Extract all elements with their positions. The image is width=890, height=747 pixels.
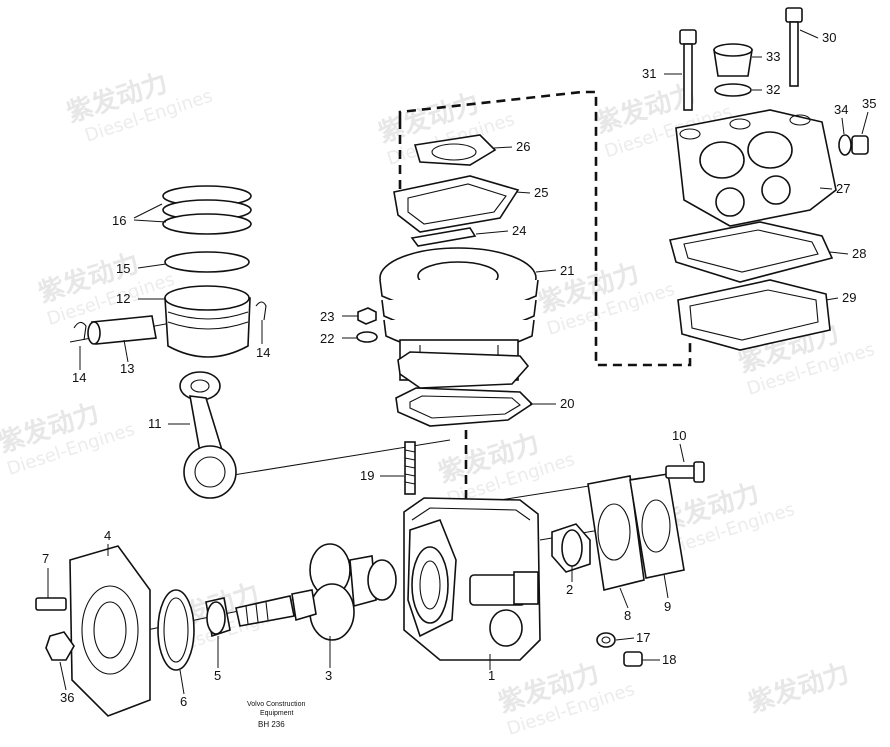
part-label-23: 23 [320, 309, 334, 324]
part-label-12: 12 [116, 291, 130, 306]
part-label-14b: 14 [256, 345, 270, 360]
part-label-36: 36 [60, 690, 74, 705]
part-label-10: 10 [672, 428, 686, 443]
part-label-6: 6 [180, 694, 187, 709]
part-label-26: 26 [516, 139, 530, 154]
part-label-5: 5 [214, 668, 221, 683]
part-label-31: 31 [642, 66, 656, 81]
part-label-18: 18 [662, 652, 676, 667]
part-label-4: 4 [104, 528, 111, 543]
end-cover-group [35, 545, 231, 717]
part-label-30: 30 [822, 30, 836, 45]
part-label-8: 8 [624, 608, 631, 623]
part-label-20: 20 [560, 396, 574, 411]
part-label-3: 3 [325, 668, 332, 683]
part-label-11: 11 [148, 416, 162, 431]
caption-line1: Volvo Construction [247, 701, 305, 708]
part-labels: 1 2 3 4 5 6 7 8 9 10 11 12 13 14 14 15 1… [42, 30, 876, 709]
part-label-29: 29 [842, 290, 856, 305]
part-label-13: 13 [120, 361, 134, 376]
head-fasteners [679, 7, 869, 156]
part-label-7: 7 [42, 551, 49, 566]
leader-lines [47, 29, 869, 695]
crankcase-part [403, 497, 541, 661]
part-label-32: 32 [766, 82, 780, 97]
stud-part [404, 441, 416, 495]
part-label-24: 24 [512, 223, 526, 238]
connecting-rod-part [179, 371, 237, 499]
watermark-brand: 紫发动力 [745, 657, 854, 719]
cylinder-head-group [669, 109, 837, 351]
part-label-14a: 14 [72, 370, 86, 385]
drain-parts [596, 632, 643, 667]
caption-block: Volvo Construction Equipment BH 236 [247, 701, 305, 729]
part-label-35: 35 [862, 96, 876, 111]
gaskets [393, 134, 534, 427]
part-label-1: 1 [488, 668, 495, 683]
piston-group [73, 185, 267, 358]
side-parts [551, 461, 705, 591]
crankshaft-part [235, 543, 397, 641]
part-label-9: 9 [664, 599, 671, 614]
part-label-22: 22 [320, 331, 334, 346]
part-label-2: 2 [566, 582, 573, 597]
part-label-19: 19 [360, 468, 374, 483]
part-label-28: 28 [852, 246, 866, 261]
caption-code: BH 236 [258, 720, 285, 729]
part-label-27: 27 [836, 181, 850, 196]
part-label-15: 15 [116, 261, 130, 276]
caption-line2: Equipment [260, 710, 294, 717]
part-label-34: 34 [834, 102, 848, 117]
part-label-33: 33 [766, 49, 780, 64]
part-label-25: 25 [534, 185, 548, 200]
part-label-21: 21 [560, 263, 574, 278]
part-label-16: 16 [112, 213, 126, 228]
part-label-17: 17 [636, 630, 650, 645]
nut-washer [356, 307, 378, 343]
